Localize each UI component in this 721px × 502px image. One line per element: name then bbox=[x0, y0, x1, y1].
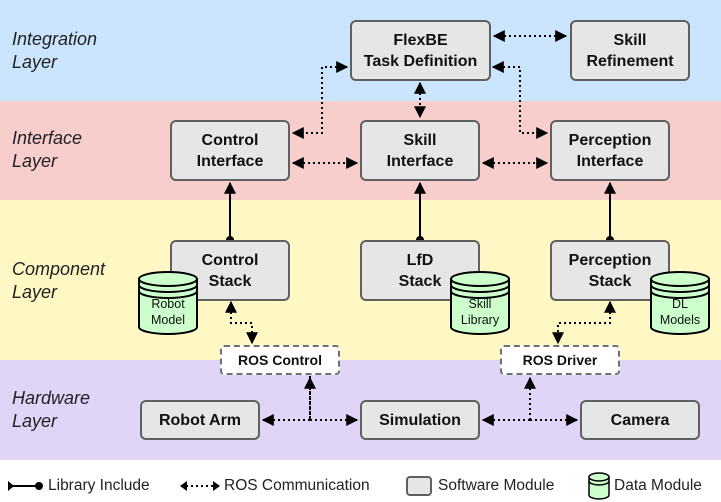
camera-node[interactable]: Camera bbox=[580, 400, 700, 440]
control-interface-node[interactable]: Control Interface bbox=[170, 120, 290, 181]
dl-models-data-module[interactable]: DL Models bbox=[649, 270, 711, 336]
database-icon bbox=[588, 472, 610, 500]
legend: Library Include ROS Communication Softwa… bbox=[0, 471, 721, 501]
ros-driver-node[interactable]: ROS Driver bbox=[500, 345, 620, 375]
edge-perception-stack-ros-driver bbox=[552, 300, 616, 345]
flexbe-task-definition-node[interactable]: FlexBE Task Definition bbox=[350, 20, 491, 81]
edge-flexbe-perception-interface bbox=[491, 61, 549, 139]
robot-arm-node[interactable]: Robot Arm bbox=[140, 400, 260, 440]
skill-library-data-module[interactable]: Skill Library bbox=[449, 270, 511, 336]
solid-arrow-icon bbox=[8, 481, 43, 491]
database-icon bbox=[450, 271, 510, 335]
robot-model-label: Robot Model bbox=[150, 297, 186, 327]
database-icon bbox=[138, 271, 198, 335]
skill-interface-node[interactable]: Skill Interface bbox=[360, 120, 480, 181]
dotted-double-arrow-icon bbox=[180, 481, 220, 491]
software-module-swatch bbox=[406, 476, 432, 496]
legend-data-module: Data Module bbox=[588, 471, 702, 501]
robot-model-data-module[interactable]: Robot Model bbox=[137, 270, 199, 336]
legend-software-module-label: Software Module bbox=[438, 477, 555, 494]
legend-library-include: Library Include bbox=[8, 471, 150, 501]
perception-interface-node[interactable]: Perception Interface bbox=[550, 120, 670, 181]
lfd-stack-node[interactable]: LfD Stack bbox=[360, 240, 480, 301]
legend-data-module-label: Data Module bbox=[614, 477, 702, 494]
interface-layer-label: Interface Layer bbox=[12, 128, 83, 171]
integration-layer-label: Integration Layer bbox=[12, 29, 98, 72]
skill-refinement-node[interactable]: Skill Refinement bbox=[570, 20, 690, 81]
skill-library-label: Skill Library bbox=[460, 297, 500, 327]
edge-flexbe-control-interface bbox=[291, 61, 349, 139]
database-icon bbox=[650, 271, 710, 335]
component-layer-label: Component Layer bbox=[12, 259, 106, 302]
ros-control-node[interactable]: ROS Control bbox=[220, 345, 340, 375]
legend-software-module: Software Module bbox=[406, 471, 554, 501]
legend-ros-communication: ROS Communication bbox=[180, 471, 370, 501]
legend-ros-communication-label: ROS Communication bbox=[224, 477, 370, 494]
dl-models-label: DL Models bbox=[659, 297, 701, 327]
simulation-node[interactable]: Simulation bbox=[360, 400, 480, 440]
legend-library-include-label: Library Include bbox=[48, 477, 150, 494]
edge-control-stack-ros-control bbox=[225, 300, 258, 345]
hardware-layer-label: Hardware Layer bbox=[12, 388, 91, 431]
